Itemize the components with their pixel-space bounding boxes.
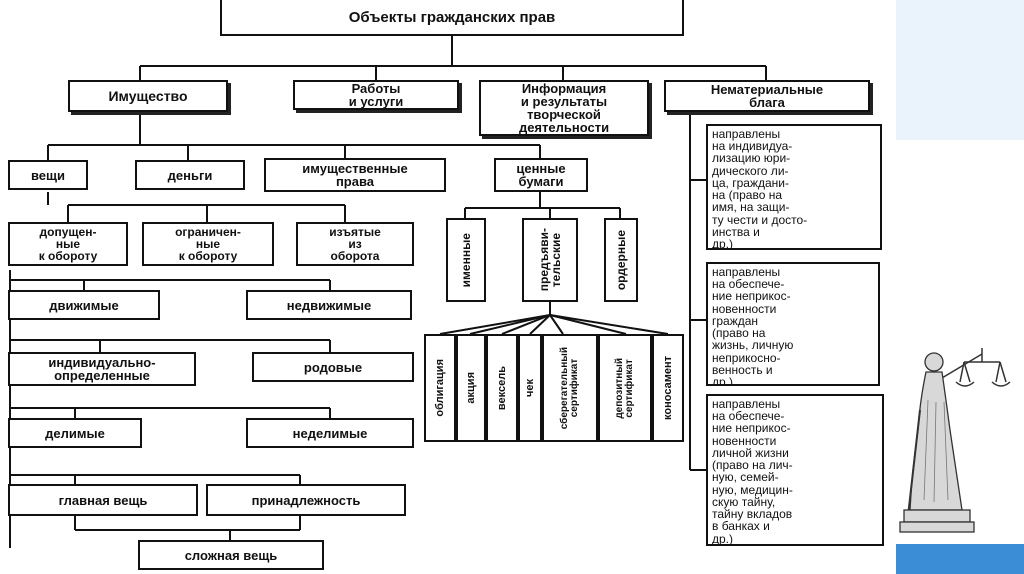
intangible-note-inviolability: направлены на обеспече- ние неприкос- но…: [706, 262, 880, 386]
category-works-services: Работы и услуги: [293, 80, 459, 110]
security-bond-label: облигация: [433, 359, 446, 417]
type-money: деньги: [135, 160, 245, 190]
class-complex-thing: сложная вещь: [138, 540, 324, 570]
category-intangible: Нематериальные блага: [664, 80, 870, 112]
circulation-withdrawn: изъятые из оборота: [296, 222, 414, 266]
security-deposit-cert-label: депозитный сертификат: [614, 357, 635, 419]
category-property: Имущество: [68, 80, 228, 112]
class-generic: родовые: [252, 352, 414, 382]
type-things: вещи: [8, 160, 88, 190]
security-kind-bearer-label: предъяви- тельские: [537, 228, 563, 292]
security-kind-order-label: ордерные: [614, 229, 628, 291]
security-savings-cert-label: сберегательный сертификат: [559, 346, 580, 430]
intangible-note-individualization: направлены на индивидуа- лизацию юри- ди…: [706, 124, 882, 250]
security-cheque: чек: [518, 334, 542, 442]
decor-light-panel: [896, 0, 1024, 140]
security-savings-cert: сберегательный сертификат: [542, 334, 598, 442]
security-kind-named: именные: [446, 218, 486, 302]
security-deposit-cert: депозитный сертификат: [598, 334, 652, 442]
diagram-title: Объекты гражданских прав: [220, 0, 684, 36]
security-bill-of-lading: коносамент: [652, 334, 684, 442]
security-bond: облигация: [424, 334, 456, 442]
circulation-allowed: допущен- ные к обороту: [8, 222, 128, 266]
type-securities: ценные бумаги: [494, 158, 588, 192]
security-share: акция: [456, 334, 486, 442]
security-bill-label: вексель: [495, 365, 508, 411]
security-bill: вексель: [486, 334, 518, 442]
class-immovable: недвижимые: [246, 290, 412, 320]
circulation-limited: ограничен- ные к обороту: [142, 222, 274, 266]
security-kind-order: ордерные: [604, 218, 638, 302]
type-property-rights: имущественные права: [264, 158, 446, 192]
lady-justice-statue-icon: [899, 348, 1011, 533]
class-movable: движимые: [8, 290, 160, 320]
intangible-note-privacy: направлены на обеспече- ние неприкос- но…: [706, 394, 884, 546]
class-divisible: делимые: [8, 418, 142, 448]
class-accessory: принадлежность: [206, 484, 406, 516]
class-individual: индивидуально- определенные: [8, 352, 196, 386]
security-bill-of-lading-label: коносамент: [661, 356, 674, 420]
security-share-label: акция: [464, 372, 477, 404]
decor-blue-bar: [896, 544, 1024, 574]
class-main-thing: главная вещь: [8, 484, 198, 516]
category-information: Информация и результаты творческой деяте…: [479, 80, 649, 136]
security-kind-bearer: предъяви- тельские: [522, 218, 578, 302]
security-kind-named-label: именные: [459, 232, 473, 288]
class-indivisible: неделимые: [246, 418, 414, 448]
security-cheque-label: чек: [523, 378, 536, 397]
